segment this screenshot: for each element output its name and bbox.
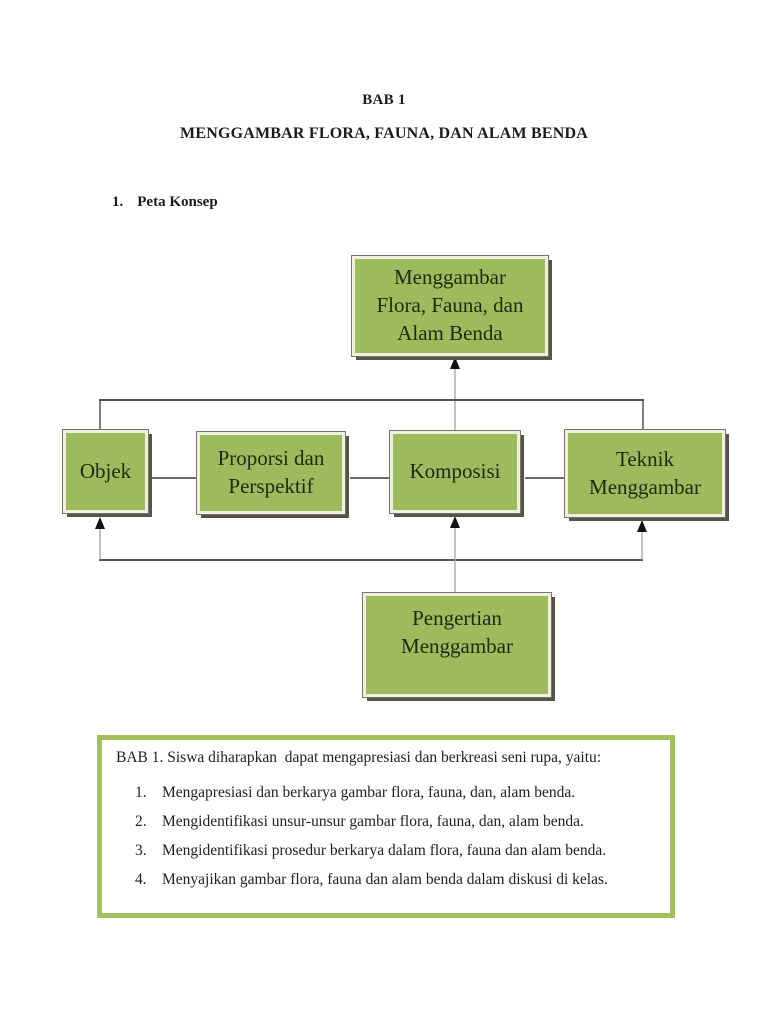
objective-number: 4.	[135, 871, 147, 888]
objective-text: Mengidentifikasi unsur-unsur gambar flor…	[162, 813, 584, 830]
section-number: 1.	[112, 194, 124, 210]
section-label: Peta Konsep	[137, 194, 218, 210]
arrow-up-into-top-node	[450, 357, 460, 369]
objective-item: 3. Mengidentifikasi prosedur berkarya da…	[135, 842, 656, 860]
arrow-up-into-objek	[95, 517, 105, 529]
objective-item: 2. Mengidentifikasi unsur-unsur gambar f…	[135, 813, 656, 831]
node-pengertian-menggambar: Pengertian Menggambar	[362, 592, 552, 698]
chapter-title: BAB 1	[362, 92, 406, 108]
objectives-list: 1. Mengapresiasi dan berkarya gambar flo…	[116, 784, 656, 889]
objectives-box: BAB 1. Siswa diharapkan dapat mengapresi…	[97, 735, 675, 918]
objective-text: Mengidentifikasi prosedur berkarya dalam…	[162, 842, 607, 859]
node-menggambar-flora-fauna-alam-benda: Menggambar Flora, Fauna, dan Alam Benda	[351, 255, 549, 357]
node-proporsi-dan-perspektif: Proporsi dan Perspektif	[196, 431, 346, 515]
node-teknik-menggambar: Teknik Menggambar	[564, 429, 726, 518]
objective-item: 1. Mengapresiasi dan berkarya gambar flo…	[135, 784, 656, 802]
arrow-up-into-komposisi	[450, 516, 460, 528]
objectives-intro: BAB 1. Siswa diharapkan dapat mengapresi…	[116, 749, 602, 766]
chapter-subtitle: MENGGAMBAR FLORA, FAUNA, DAN ALAM BENDA	[180, 125, 588, 142]
node-objek: Objek	[62, 429, 149, 514]
objective-item: 4. Menyajikan gambar flora, fauna dan al…	[135, 871, 656, 889]
section-heading: 1. Peta Konsep	[112, 194, 218, 211]
arrow-up-into-teknik	[637, 520, 647, 532]
objective-number: 1.	[135, 784, 147, 801]
objective-text: Menyajikan gambar flora, fauna dan alam …	[162, 871, 608, 888]
objective-number: 3.	[135, 842, 147, 859]
node-komposisi: Komposisi	[389, 430, 521, 514]
objective-text: Mengapresiasi dan berkarya gambar flora,…	[162, 784, 576, 801]
objective-number: 2.	[135, 813, 147, 830]
